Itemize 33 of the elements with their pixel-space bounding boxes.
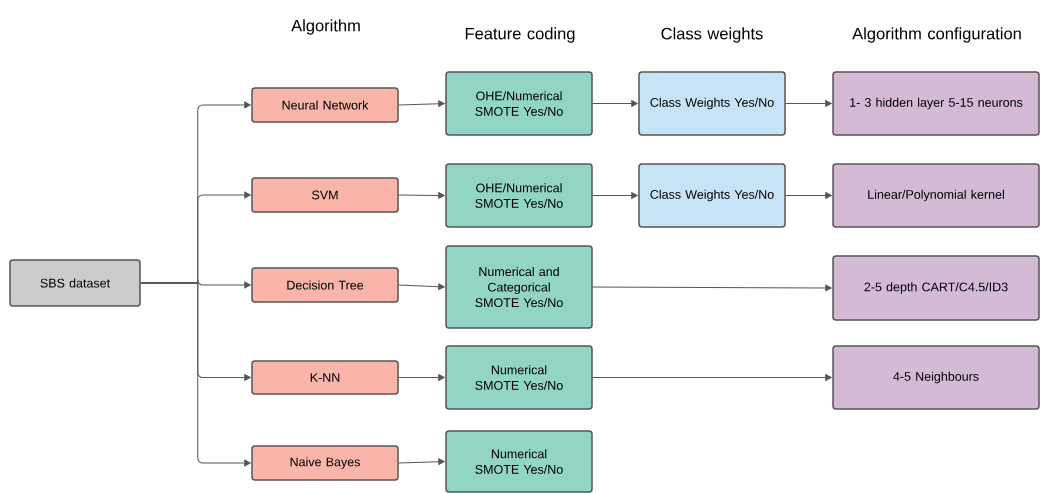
arrow xyxy=(398,458,445,465)
weights-box: Class Weights Yes/No xyxy=(638,163,786,228)
algorithm-box: SVM xyxy=(251,177,399,213)
column-header: Algorithm configuration xyxy=(852,27,1021,43)
column-header: Algorithm xyxy=(291,19,360,35)
feature-box: Numerical and Categorical SMOTE Yes/No xyxy=(445,245,593,329)
arrow xyxy=(398,283,445,291)
config-box: Linear/Polynomial kernel xyxy=(832,163,1040,228)
arrow xyxy=(592,374,832,381)
algorithm-box: Neural Network xyxy=(251,87,399,123)
column-header: Class weights xyxy=(661,27,763,43)
dataset-box: SBS dataset xyxy=(9,259,141,307)
algorithm-box: Decision Tree xyxy=(251,267,399,303)
feature-box: Numerical SMOTE Yes/No xyxy=(445,430,593,493)
arrow xyxy=(140,282,251,467)
algorithm-box: K-NN xyxy=(251,360,399,395)
config-box: 2-5 depth CART/C4.5/ID3 xyxy=(832,255,1040,321)
arrow xyxy=(398,374,445,381)
feature-box: OHE/Numerical SMOTE Yes/No xyxy=(445,71,593,136)
config-box: 1- 3 hidden layer 5-15 neurons xyxy=(832,71,1040,136)
arrow xyxy=(398,192,445,199)
weights-box: Class Weights Yes/No xyxy=(638,71,786,136)
arrow xyxy=(398,100,445,107)
arrow xyxy=(592,100,638,107)
arrow xyxy=(785,192,832,199)
feature-box: Numerical SMOTE Yes/No xyxy=(445,345,593,410)
config-box: 4-5 Neighbours xyxy=(832,345,1040,410)
arrow xyxy=(592,192,638,199)
arrow xyxy=(785,100,832,107)
arrow xyxy=(592,284,832,292)
algorithm-box: Naive Bayes xyxy=(251,445,399,481)
column-header: Feature coding xyxy=(465,27,575,43)
feature-box: OHE/Numerical SMOTE Yes/No xyxy=(445,163,593,228)
